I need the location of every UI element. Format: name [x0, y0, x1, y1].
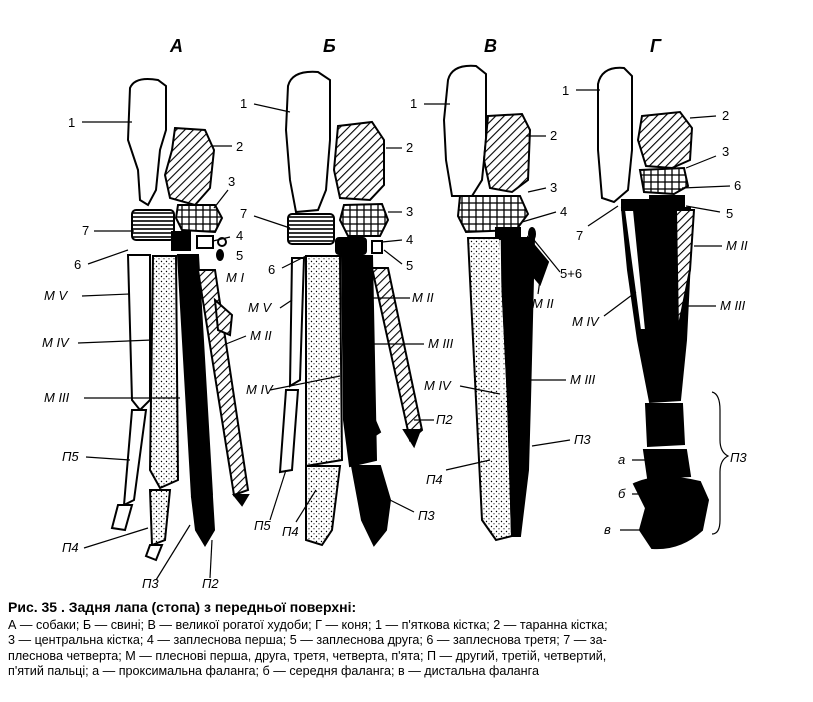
- panel-b-pig: [278, 70, 424, 547]
- label-b-6: 6: [268, 262, 275, 277]
- label-b-3: 3: [406, 204, 413, 219]
- panel-letter-v: В: [484, 36, 497, 56]
- label-g-v: в: [604, 522, 611, 537]
- label-b-p4: П4: [282, 524, 299, 539]
- label-a-2: 2: [236, 139, 243, 154]
- label-a-m4: M IV: [42, 335, 70, 350]
- label-b-7: 7: [240, 206, 247, 221]
- label-b-p5: П5: [254, 518, 271, 533]
- panel-letter-g: Г: [650, 36, 662, 56]
- label-b-4: 4: [406, 232, 413, 247]
- caption-title: Рис. 35 . Задня лапа (стопа) з передньої…: [8, 599, 357, 615]
- caption-line-4: п'ятий пальці; а — проксимальна фаланга;…: [8, 664, 539, 678]
- label-v-1: 1: [410, 96, 417, 111]
- panel-g-text: 1 2 3 6 5 7 M II M III M IV П3 а б в: [562, 83, 748, 537]
- label-g-1: 1: [562, 83, 569, 98]
- label-a-p4: П4: [62, 540, 79, 555]
- panel-letter-a: А: [169, 36, 183, 56]
- label-a-m2: M II: [250, 328, 272, 343]
- label-a-4: 4: [236, 228, 243, 243]
- label-v-m3: M III: [570, 372, 596, 387]
- label-a-m5: M V: [44, 288, 68, 303]
- label-g-p3: П3: [730, 450, 747, 465]
- label-v-p4: П4: [426, 472, 443, 487]
- label-b-p2: П2: [436, 412, 453, 427]
- label-v-2: 2: [550, 128, 557, 143]
- label-g-m2: M II: [726, 238, 748, 253]
- label-b-1: 1: [240, 96, 247, 111]
- label-b-m2: M II: [412, 290, 434, 305]
- label-v-p3a: П3: [574, 432, 591, 447]
- label-a-1: 1: [68, 115, 75, 130]
- label-b-p3: П3: [418, 508, 435, 523]
- label-a-m3: M III: [44, 390, 70, 405]
- label-a-3: 3: [228, 174, 235, 189]
- label-g-2: 2: [722, 108, 729, 123]
- label-v-m4: M IV: [424, 378, 452, 393]
- panel-v-labels: [424, 103, 571, 471]
- label-b-m5: M V: [248, 300, 272, 315]
- label-g-a: а: [618, 452, 625, 467]
- label-g-7: 7: [576, 228, 583, 243]
- panel-v-cattle: [442, 64, 550, 542]
- caption-line-3: плеснова четверта; М — плеснові перша, д…: [8, 648, 607, 663]
- panel-g-labels: [576, 89, 731, 535]
- panel-a-labels: [77, 121, 247, 581]
- label-v-m2: M II: [532, 296, 554, 311]
- label-b-m4: M IV: [246, 382, 274, 397]
- caption-line-2: 3 — центральна кістка; 4 — заплеснова пе…: [8, 633, 607, 647]
- label-v-56: 5+6: [560, 266, 582, 281]
- label-g-m3: M III: [720, 298, 746, 313]
- label-b-2: 2: [406, 140, 413, 155]
- panel-b-labels: [253, 103, 434, 523]
- panel-a-text: 1 2 3 7 4 5 6 M I M V M II M IV M III П5…: [42, 115, 272, 591]
- label-a-p5: П5: [62, 449, 79, 464]
- panel-letter-b: Б: [323, 36, 336, 56]
- label-g-m4: M IV: [572, 314, 600, 329]
- panel-b-text: 1 2 3 7 4 5 6 M II M V M III M IV П2 П3 …: [240, 96, 454, 539]
- foot-skeleton-figure: А Б В Г: [42, 36, 748, 591]
- label-b-5: 5: [406, 258, 413, 273]
- panel-a-dog: [110, 78, 250, 562]
- label-b-m3: M III: [428, 336, 454, 351]
- label-g-b: б: [618, 486, 626, 501]
- label-v-3: 3: [550, 180, 557, 195]
- label-a-p2: П2: [202, 576, 219, 591]
- panel-v-text: 1 2 3 4 5+6 M II M IV M III П3 П4: [410, 96, 596, 487]
- calcaneus-a: [126, 78, 167, 207]
- label-a-p3: П3: [142, 576, 159, 591]
- label-v-4: 4: [560, 204, 567, 219]
- label-a-7: 7: [82, 223, 89, 238]
- label-a-5: 5: [236, 248, 243, 263]
- label-g-3: 3: [722, 144, 729, 159]
- label-a-6: 6: [74, 257, 81, 272]
- label-g-5: 5: [726, 206, 733, 221]
- label-g-6: 6: [734, 178, 741, 193]
- caption-line-1: А — собаки; Б — свині; В — великої рогат…: [8, 617, 608, 632]
- figure-caption: Рис. 35 . Задня лапа (стопа) з передньої…: [8, 599, 808, 680]
- label-a-m1: M I: [226, 270, 244, 285]
- panel-g-horse: [597, 66, 710, 550]
